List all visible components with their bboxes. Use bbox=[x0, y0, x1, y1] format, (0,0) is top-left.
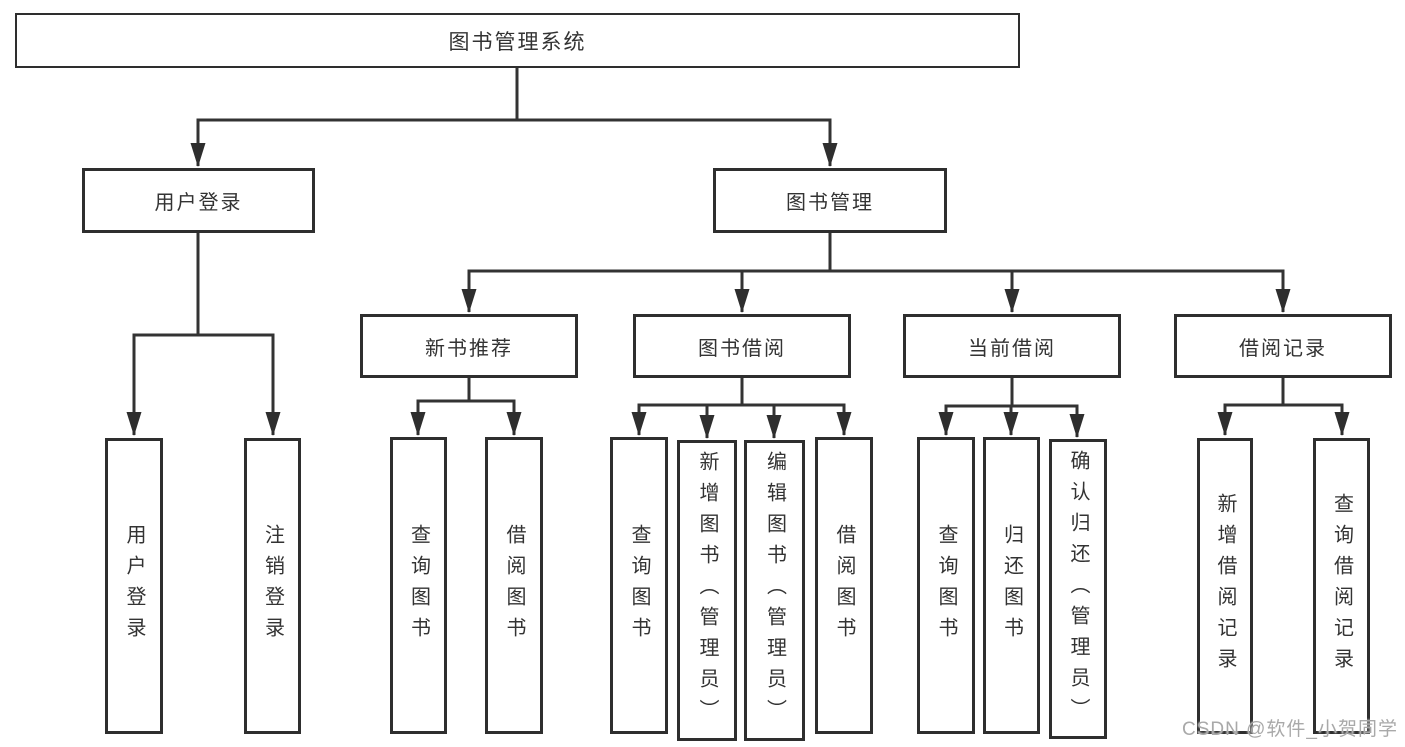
node-label: 借阅记录 bbox=[1239, 337, 1327, 360]
leaf-add-books-admin: 新增图书（管理员） bbox=[677, 440, 737, 741]
leaf-borrow-books-1: 借阅图书 bbox=[485, 437, 543, 734]
leaf-label: 查询图书 bbox=[628, 523, 650, 648]
node-book-management: 图书管理 bbox=[713, 168, 947, 233]
csdn-watermark: CSDN @软件_小贺同学 bbox=[1182, 719, 1398, 740]
leaf-query-books-2: 查询图书 bbox=[610, 437, 668, 734]
node-label: 图书管理系统 bbox=[448, 30, 587, 54]
leaf-label: 用户登录 bbox=[123, 524, 145, 648]
leaf-label: 注销登录 bbox=[261, 524, 284, 648]
leaf-label: 编辑图书（管理员） bbox=[763, 451, 786, 730]
leaf-query-books-1: 查询图书 bbox=[390, 437, 447, 734]
node-current-borrowing: 当前借阅 bbox=[903, 314, 1121, 378]
node-borrowing-records: 借阅记录 bbox=[1174, 314, 1392, 378]
leaf-query-borrow-record: 查询借阅记录 bbox=[1313, 438, 1370, 734]
node-book-borrowing: 图书借阅 bbox=[633, 314, 851, 378]
leaf-confirm-return-admin: 确认归还（管理员） bbox=[1049, 439, 1107, 739]
node-label: 图书借阅 bbox=[698, 337, 786, 360]
node-label: 用户登录 bbox=[154, 192, 243, 214]
leaf-label: 确认归还（管理员） bbox=[1067, 449, 1089, 729]
leaf-label: 借阅图书 bbox=[503, 523, 525, 648]
leaf-edit-books-admin: 编辑图书（管理员） bbox=[744, 440, 805, 741]
leaf-label: 借阅图书 bbox=[833, 523, 855, 648]
leaf-add-borrow-record: 新增借阅记录 bbox=[1197, 438, 1253, 734]
leaf-label: 查询图书 bbox=[935, 523, 957, 648]
leaf-borrow-books-2: 借阅图书 bbox=[815, 437, 873, 734]
node-label: 当前借阅 bbox=[968, 337, 1056, 360]
leaf-logout: 注销登录 bbox=[244, 438, 301, 734]
node-user-login: 用户登录 bbox=[82, 168, 315, 233]
leaf-query-books-3: 查询图书 bbox=[917, 437, 975, 734]
node-library-management-system: 图书管理系统 bbox=[15, 13, 1020, 68]
leaf-return-books: 归还图书 bbox=[983, 437, 1040, 734]
leaf-label: 新增借阅记录 bbox=[1214, 493, 1236, 679]
node-label: 新书推荐 bbox=[425, 337, 513, 360]
leaf-label: 归还图书 bbox=[1000, 523, 1023, 648]
node-new-book-recommend: 新书推荐 bbox=[360, 314, 578, 378]
leaf-label: 查询图书 bbox=[407, 523, 430, 648]
leaf-label: 查询借阅记录 bbox=[1330, 493, 1353, 679]
leaf-label: 新增图书（管理员） bbox=[696, 451, 718, 730]
leaf-user-login: 用户登录 bbox=[105, 438, 163, 734]
node-label: 图书管理 bbox=[786, 192, 874, 214]
